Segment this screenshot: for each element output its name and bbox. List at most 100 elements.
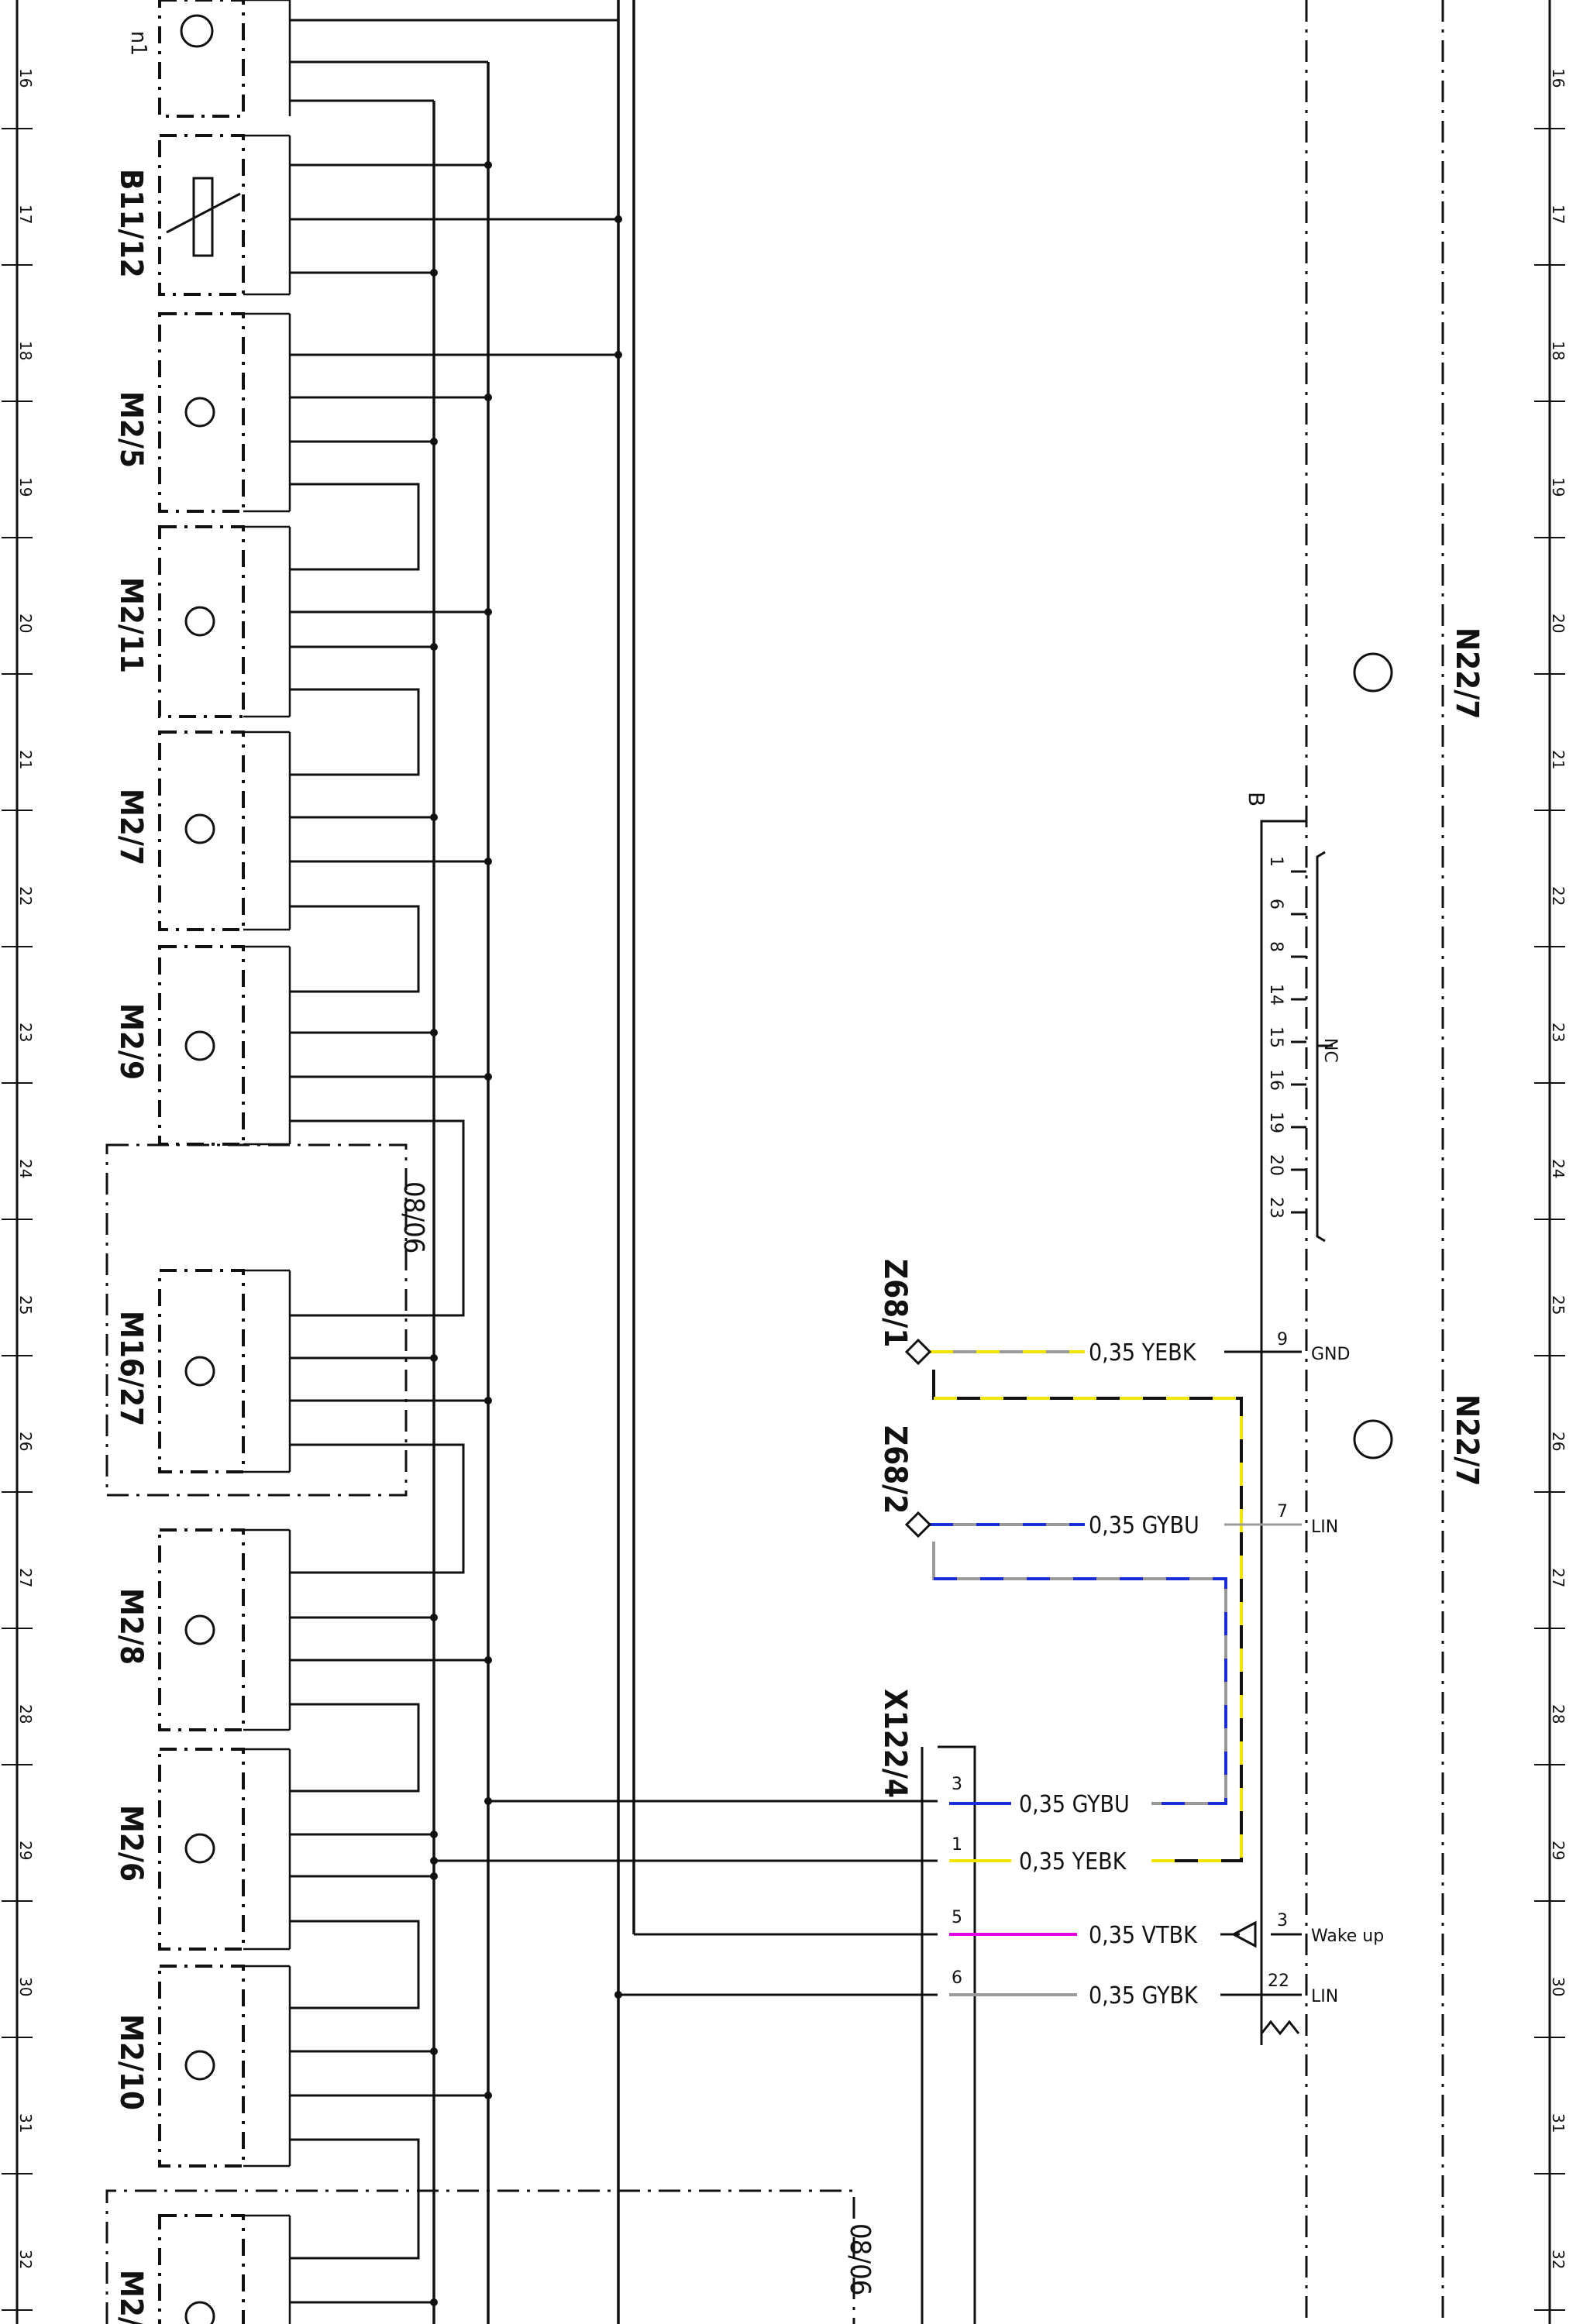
label-m2-bottom: M2/	[113, 2270, 149, 2324]
grid-number: 29	[16, 1841, 35, 1860]
label-m16-27: M16/27	[113, 1311, 149, 1426]
bottom-outer-box	[105, 2189, 855, 2324]
connector-b-frame	[1260, 820, 1306, 2045]
m2-9-motor-icon	[184, 1030, 215, 1061]
page-ref-2: 08/06	[844, 2223, 876, 2295]
grid-number: 19	[16, 477, 35, 497]
pin-7: 7	[1277, 1502, 1288, 1521]
grid-number: 27	[16, 1568, 35, 1587]
grid-number: 23	[16, 1023, 35, 1042]
wire-label-z68-2: 0,35 GYBU	[1089, 1512, 1199, 1539]
nc-pin-number: 23	[1266, 1197, 1285, 1219]
label-m2-6: M2/6	[113, 1805, 149, 1882]
grid-number: 25	[16, 1295, 35, 1315]
wire-label-x122-1: 0,35 YEBK	[1019, 1848, 1127, 1875]
z68-2-splice-icon	[904, 1511, 932, 1538]
label-m2-9: M2/9	[113, 1003, 149, 1080]
m2-7-motor-icon	[184, 813, 215, 844]
m2-bottom-motor-icon	[184, 2301, 215, 2324]
grid-number: 16	[1549, 68, 1568, 88]
grid-number: 24	[16, 1159, 35, 1178]
z68-1-splice-icon	[904, 1338, 932, 1366]
m2-6-motor-icon	[184, 1833, 215, 1864]
nc-label: NC	[1320, 1038, 1340, 1063]
m16-27-outer-box	[105, 1143, 408, 1497]
label-n22-7-bottom: N22/7	[1449, 1394, 1485, 1486]
m2-9-box	[158, 945, 245, 1146]
pin-x122-3: 3	[952, 1775, 962, 1794]
n1-box	[158, 0, 245, 118]
pin-x122-6: 6	[952, 1968, 962, 1988]
grid-number: 32	[16, 2250, 35, 2269]
grid-number: 30	[16, 1977, 35, 1996]
m2-8-box	[158, 1528, 245, 1731]
wire-label-x122-3: 0,35 GYBU	[1019, 1791, 1130, 1818]
m16-27-motor-icon	[184, 1356, 215, 1387]
grid-number: 22	[1549, 886, 1568, 906]
nc-pin-number: 1	[1266, 856, 1285, 867]
nc-pin-number: 20	[1266, 1154, 1285, 1176]
signal-wakeup: Wake up	[1311, 1927, 1384, 1946]
signal-lin-2: LIN	[1311, 1987, 1338, 2006]
nc-pin-number: 14	[1266, 984, 1285, 1006]
pin-22-right: 22	[1268, 1972, 1289, 1991]
grid-number: 18	[1549, 341, 1568, 360]
grid-number: 28	[16, 1704, 35, 1724]
label-b11-12: B11/12	[113, 169, 149, 278]
nc-pin-number: 19	[1266, 1112, 1285, 1133]
label-z68-1: Z68/1	[877, 1259, 913, 1347]
m2-10-box	[158, 1965, 245, 2168]
grid-number: 32	[1549, 2250, 1568, 2269]
grid-number: 26	[16, 1432, 35, 1451]
m2-7-box	[158, 731, 245, 931]
grid-number: 31	[1549, 2113, 1568, 2133]
grid-number: 23	[1549, 1023, 1568, 1042]
grid-number: 26	[1549, 1432, 1568, 1451]
m2-5-box	[158, 312, 245, 513]
grid-number: 17	[1549, 205, 1568, 224]
label-n22-7-top: N22/7	[1449, 627, 1485, 719]
grid-number: 25	[1549, 1295, 1568, 1315]
grid-number: 29	[1549, 1841, 1568, 1860]
signal-lin-1: LIN	[1311, 1518, 1338, 1537]
grid-number: 20	[16, 614, 35, 633]
label-n1: n1	[126, 31, 152, 56]
m2-8-motor-icon	[184, 1614, 215, 1645]
nc-pin-number: 8	[1266, 941, 1285, 952]
label-m2-10: M2/10	[113, 2014, 149, 2110]
m2-11-box	[158, 525, 245, 718]
label-x122-4: X122/4	[877, 1689, 913, 1798]
label-z68-2: Z68/2	[877, 1425, 913, 1514]
grid-number: 18	[16, 341, 35, 360]
nc-pin-number: 15	[1266, 1026, 1285, 1048]
grid-number: 27	[1549, 1568, 1568, 1587]
page-ref-1: 08/06	[398, 1181, 429, 1253]
wire-label-wakeup: 0,35 VTBK	[1089, 1922, 1198, 1949]
grid-number: 24	[1549, 1159, 1568, 1178]
m2-bottom-box	[158, 2214, 245, 2324]
wire-label-lin-2: 0,35 GYBK	[1089, 1982, 1199, 2009]
grid-number: 22	[16, 886, 35, 906]
m2-6-box	[158, 1748, 245, 1951]
n22-7-transistor-icon-top	[1353, 652, 1393, 693]
nc-pin-number: 16	[1266, 1069, 1285, 1091]
label-m2-11: M2/11	[113, 577, 149, 673]
grid-number: 17	[16, 205, 35, 224]
m2-10-motor-icon	[184, 2050, 215, 2081]
wire-label-z68-1: 0,35 YEBK	[1089, 1339, 1197, 1367]
grid-number: 30	[1549, 1977, 1568, 1996]
n1-transistor-icon	[180, 14, 214, 48]
pin-x122-1: 1	[952, 1835, 962, 1855]
pin-x122-5: 5	[952, 1908, 962, 1927]
m16-27-box	[158, 1269, 245, 1473]
grid-number: 19	[1549, 477, 1568, 497]
grid-scale-right: 16 17 18 19 20 21 22 23 24 25 26 27 28 29 30 31 32	[1534, 68, 1568, 2311]
grid-number: 21	[1549, 750, 1568, 769]
pin-9: 9	[1277, 1330, 1288, 1349]
connector-b-label: B	[1244, 792, 1269, 806]
grid-number: 20	[1549, 614, 1568, 633]
grid-number: 21	[16, 750, 35, 769]
grid-number: 28	[1549, 1704, 1568, 1724]
